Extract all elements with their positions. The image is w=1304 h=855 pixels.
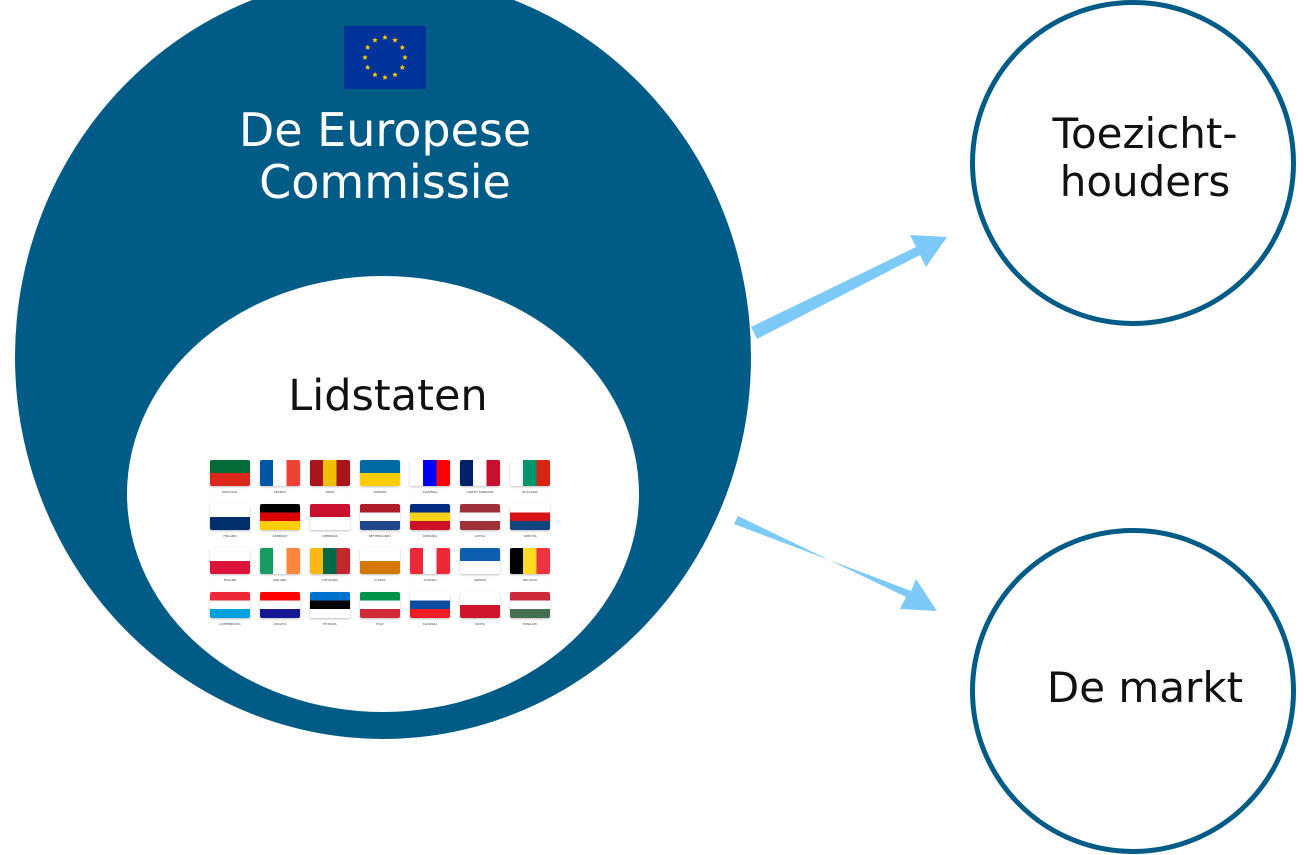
flag-icon xyxy=(210,548,250,574)
flag-caption: BULGARIA xyxy=(522,490,538,494)
flag-icon xyxy=(410,592,450,618)
flag-icon xyxy=(510,548,550,574)
commission-label-line2: Commissie xyxy=(259,155,511,209)
flag-caption: SLOVENIA xyxy=(422,490,438,494)
flag-caption: AUSTRIA xyxy=(423,578,437,582)
commission-label: De Europese Commissie xyxy=(150,104,620,208)
flag-icon xyxy=(460,504,500,530)
arrow-to-supervisors xyxy=(751,235,947,339)
supervisors-circle xyxy=(970,0,1296,326)
flag-caption: LATVIA xyxy=(474,534,486,538)
market-label: De markt xyxy=(1046,663,1244,712)
flag-icon xyxy=(410,548,450,574)
market-circle xyxy=(970,528,1296,854)
flag-caption: GERMANY xyxy=(272,534,288,538)
eu-star-icon xyxy=(364,44,371,50)
eu-star-icon xyxy=(392,37,398,43)
flag-caption: SPAIN xyxy=(325,490,335,494)
flag-caption: POLAND xyxy=(223,578,237,582)
eu-star-icon xyxy=(364,64,371,70)
eu-star-icon xyxy=(372,37,378,43)
flag-caption: BELGIUM xyxy=(523,578,537,582)
flag-caption: DENMARK xyxy=(322,534,338,538)
eu-star-icon xyxy=(382,34,388,40)
flag-icon xyxy=(260,460,300,486)
flag-icon xyxy=(210,504,250,530)
flag-icon xyxy=(460,548,500,574)
flag-caption: CZECHIA xyxy=(523,534,537,538)
flag-caption: ESTONIA xyxy=(323,622,337,626)
flag-icon xyxy=(260,592,300,618)
flag-icon xyxy=(310,460,350,486)
flag-caption: ITALY xyxy=(376,622,384,626)
member-states-circle xyxy=(127,276,639,712)
flag-icon xyxy=(460,592,500,618)
flag-caption: NETHERLANDS xyxy=(368,534,392,538)
member-states-flags-grid: PORTUGAL FRANCE SPAIN SWEDEN SLOVENIA UNITED … xyxy=(206,456,566,630)
flag-icon xyxy=(260,504,300,530)
flag-caption: IRELAND xyxy=(273,578,287,582)
flag-icon xyxy=(360,548,400,574)
flag-caption: CROATIA xyxy=(273,622,287,626)
flag-icon xyxy=(310,548,350,574)
flag-caption: SWEDEN xyxy=(373,490,387,494)
supervisors-label: Toezicht- houders xyxy=(990,110,1300,206)
flag-caption: FINLAND xyxy=(223,534,237,538)
flag-caption: UNITED KINGDOM xyxy=(466,490,494,494)
flag-caption: SLOVAKIA xyxy=(422,622,438,626)
eu-star-icon xyxy=(362,54,368,60)
flag-caption: LUXEMBOURG xyxy=(219,622,241,626)
flag-icon xyxy=(360,460,400,486)
eu-star-icon xyxy=(372,71,378,78)
commission-label-line1: De Europese xyxy=(238,103,532,157)
eu-star-icon xyxy=(399,44,406,50)
eu-star-icon xyxy=(399,64,406,70)
supervisors-label-line2: houders xyxy=(1059,157,1231,206)
flag-icon xyxy=(310,592,350,618)
flag-caption: FRANCE xyxy=(274,490,286,494)
flag-icon xyxy=(410,460,450,486)
eu-star-icon xyxy=(402,54,408,60)
flag-icon xyxy=(360,592,400,618)
arrow-to-market xyxy=(734,516,937,611)
flag-caption: GREECE xyxy=(473,578,487,582)
flag-icon xyxy=(310,504,350,530)
flag-icon xyxy=(410,504,450,530)
flag-caption: PORTUGAL xyxy=(221,490,239,494)
supervisors-label-line1: Toezicht- xyxy=(1052,109,1238,158)
flag-caption: CYPRUS xyxy=(374,578,386,582)
flag-icon xyxy=(210,460,250,486)
flag-caption: ROMANIA xyxy=(422,534,438,538)
flag-caption: LITHUANIA xyxy=(321,578,339,582)
flag-caption: HUNGARY xyxy=(522,622,538,626)
flag-icon xyxy=(360,504,400,530)
eu-flag-icon xyxy=(344,26,426,89)
eu-star-icon xyxy=(392,71,398,78)
member-states-label: Lidstaten xyxy=(288,371,488,421)
flag-icon xyxy=(460,460,500,486)
eu-star-icon xyxy=(382,74,388,80)
flag-icon xyxy=(510,592,550,618)
flag-caption: MALTA xyxy=(475,622,485,626)
flag-icon xyxy=(510,504,550,530)
flag-icon xyxy=(210,592,250,618)
flag-icon xyxy=(510,460,550,486)
flag-icon xyxy=(260,548,300,574)
